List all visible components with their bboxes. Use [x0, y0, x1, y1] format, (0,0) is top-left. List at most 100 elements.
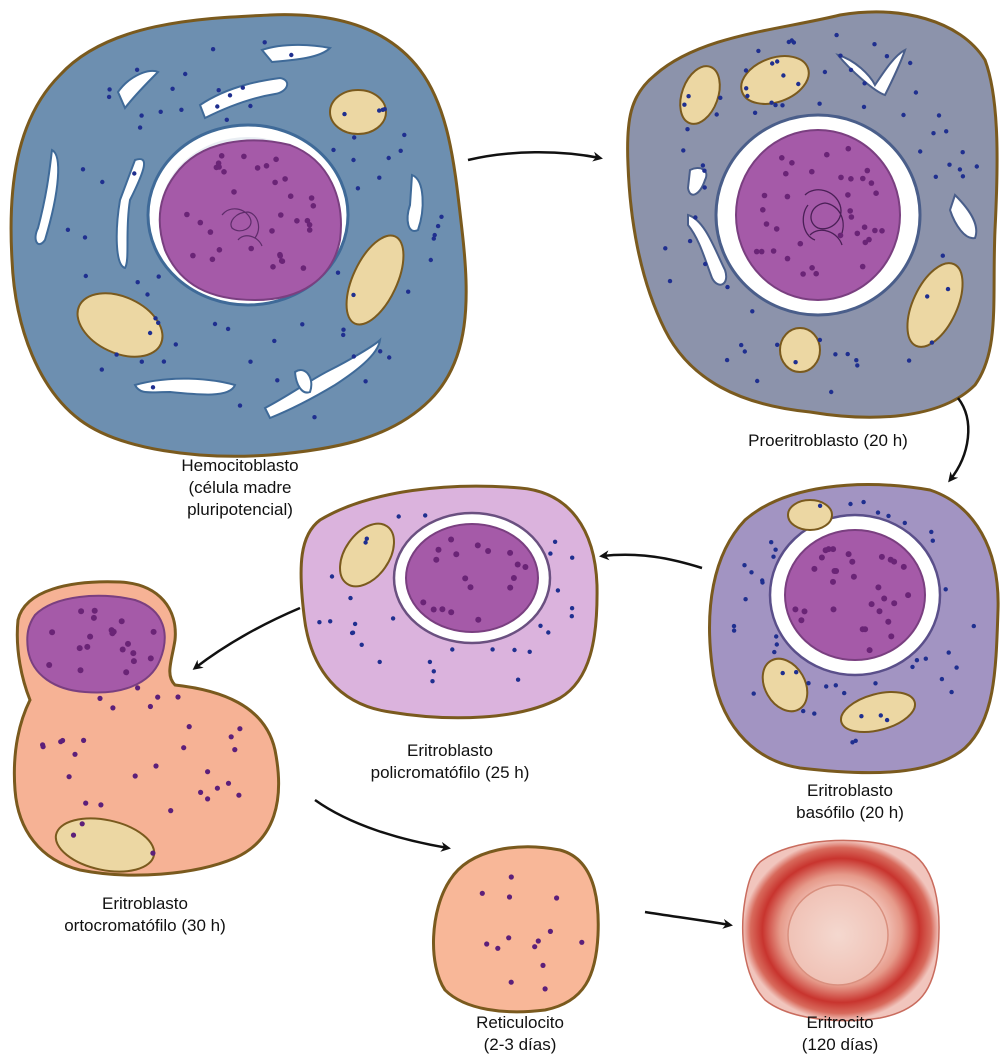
granule-dot: [110, 705, 115, 710]
granule-dot: [934, 175, 938, 179]
granule-dot: [796, 82, 800, 86]
granule-dot: [114, 352, 118, 356]
granule-dot: [431, 607, 437, 613]
granule-dot: [511, 575, 517, 581]
granule-dot: [769, 540, 773, 544]
granule-dot: [944, 587, 948, 591]
granule-dot: [861, 500, 865, 504]
cell-proeritroblasto: [628, 12, 998, 417]
granule-dot: [954, 665, 958, 669]
granule-dot: [756, 49, 760, 53]
granule-dot: [480, 891, 485, 896]
granule-dot: [490, 647, 494, 651]
granule-dot: [130, 650, 136, 656]
granule-dot: [436, 224, 440, 228]
granule-dot: [148, 331, 152, 335]
granule-dot: [365, 537, 369, 541]
granule-dot: [391, 616, 395, 620]
granule-dot: [824, 152, 830, 158]
granule-dot: [232, 747, 237, 752]
granule-dot: [205, 769, 210, 774]
granule-dot: [668, 279, 672, 283]
label-line: (2-3 días): [440, 1034, 600, 1056]
granule-dot: [84, 644, 90, 650]
granule-dot: [771, 555, 775, 559]
granule-dot: [135, 685, 140, 690]
granule-dot: [779, 155, 785, 161]
granule-dot: [775, 59, 779, 63]
granule-dot: [940, 677, 944, 681]
granule-dot: [301, 265, 307, 271]
arrow-basofilo-to-policromatofilo: [602, 555, 702, 568]
granule-dot: [842, 691, 846, 695]
granule-dot: [100, 367, 104, 371]
granule-dot: [540, 963, 545, 968]
granule-dot: [846, 352, 850, 356]
granule-dot: [269, 228, 275, 234]
granule-dot: [753, 111, 757, 115]
granule-dot: [536, 938, 541, 943]
granule-dot: [914, 90, 918, 94]
granule-dot: [845, 192, 851, 198]
granule-dot: [918, 149, 922, 153]
granule-dot: [862, 224, 868, 230]
granule-dot: [961, 150, 965, 154]
granule-dot: [423, 513, 427, 517]
granule-dot: [378, 349, 382, 353]
granule-dot: [829, 390, 833, 394]
granule-dot: [150, 851, 155, 856]
granule-dot: [744, 68, 748, 72]
granule-dot: [356, 186, 360, 190]
granule-dot: [341, 328, 345, 332]
granule-dot: [278, 212, 284, 218]
granule-dot: [289, 53, 293, 57]
granule-dot: [838, 175, 844, 181]
granule-dot: [718, 96, 722, 100]
granule-dot: [743, 349, 747, 353]
granule-dot: [862, 81, 866, 85]
label-line: Reticulocito: [440, 1012, 600, 1034]
granule-dot: [873, 190, 879, 196]
granule-dot: [228, 93, 232, 97]
granule-dot: [41, 744, 46, 749]
granule-dot: [439, 215, 443, 219]
granule-dot: [850, 740, 854, 744]
granule-dot: [351, 158, 355, 162]
granule-dot: [800, 271, 806, 277]
granule-dot: [288, 193, 294, 199]
granule-dot: [420, 599, 426, 605]
granule-dot: [282, 176, 288, 182]
granule-dot: [809, 265, 815, 271]
label-line: Eritroblasto: [750, 780, 950, 802]
granule-dot: [774, 226, 780, 232]
granule-dot: [485, 548, 491, 554]
label-line: Eritroblasto: [30, 893, 260, 915]
granule-dot: [84, 274, 88, 278]
granule-dot: [78, 608, 84, 614]
granule-dot: [862, 105, 866, 109]
granule-dot: [972, 624, 976, 628]
arrow-policromatofilo-to-ortocromatofilo: [195, 608, 300, 668]
granule-dot: [255, 165, 261, 171]
granule-dot: [475, 617, 481, 623]
granule-dot: [78, 667, 84, 673]
granule-dot: [348, 596, 352, 600]
granule-dot: [830, 579, 836, 585]
granule-dot: [80, 821, 85, 826]
granule-dot: [162, 359, 166, 363]
cell-hemocitoblasto: [11, 15, 466, 457]
granule-dot: [877, 608, 883, 614]
granule-dot: [752, 691, 756, 695]
granule-dot: [432, 669, 436, 673]
arrow-hemocitoblasto-to-proeritroblasto: [468, 152, 600, 160]
granule-dot: [715, 112, 719, 116]
granule-dot: [688, 239, 692, 243]
granule-dot: [360, 643, 364, 647]
cell-membrane: [434, 847, 599, 1012]
granule-dot: [205, 796, 210, 801]
granule-dot: [546, 630, 550, 634]
granule-dot: [159, 110, 163, 114]
granule-dot: [213, 322, 217, 326]
granule-dot: [570, 556, 574, 560]
granule-dot: [342, 112, 346, 116]
